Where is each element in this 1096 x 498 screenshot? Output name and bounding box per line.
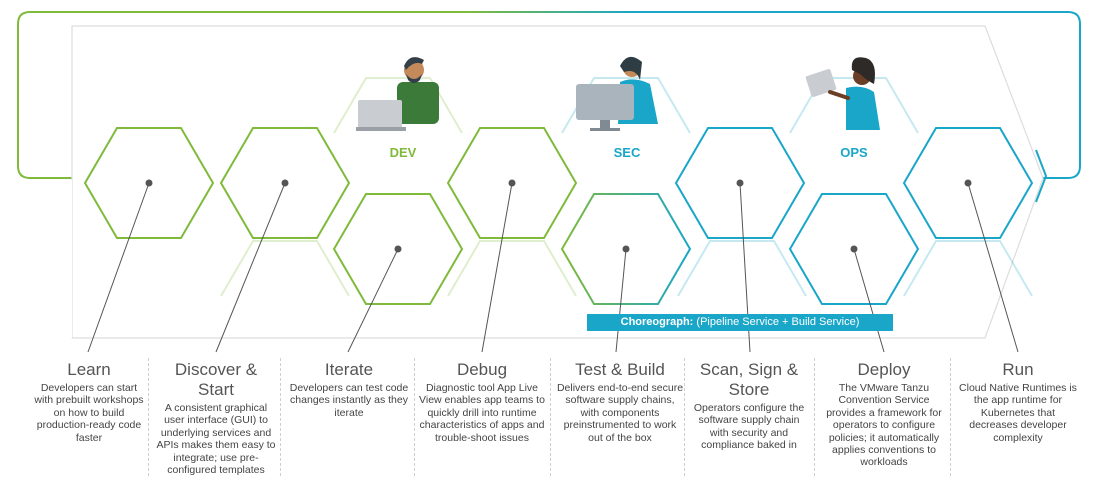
hex-center-dot — [622, 245, 630, 253]
stage-test-build: Test & Build Delivers end-to-end secure … — [556, 360, 684, 444]
stage-iterate: Iterate Developers can test code changes… — [288, 360, 410, 419]
hex-center-dot — [850, 245, 858, 253]
stage-desc: Developers can test code changes instant… — [289, 382, 409, 419]
hex-center-dot — [964, 179, 972, 187]
divider — [550, 358, 551, 476]
faint-hex-edge — [903, 240, 1033, 297]
stage-desc: The VMware Tanzu Convention Service prov… — [826, 382, 942, 469]
leader-line — [967, 182, 1019, 353]
stage-title: Discover & Start — [174, 360, 258, 399]
stage-desc: A consistent graphical user interface (G… — [156, 402, 276, 477]
role-label-ops: OPS — [840, 145, 868, 160]
stage-title: Iterate — [324, 360, 374, 379]
leader-line — [347, 248, 399, 353]
stage-debug: Debug Diagnostic tool App Live View enab… — [418, 360, 546, 444]
divider — [684, 358, 685, 476]
divider — [950, 358, 951, 476]
security-illustration — [576, 56, 658, 131]
divider — [148, 358, 149, 476]
stage-title: Scan, Sign & Store — [699, 360, 799, 399]
faint-hex-edge — [447, 240, 577, 297]
pipeline-bar: Choreograph: (Pipeline Service + Build S… — [587, 314, 893, 331]
stage-title: Deploy — [857, 360, 911, 379]
stage-title: Learn — [67, 360, 111, 379]
hex-center-dot — [145, 179, 153, 187]
pipeline-prefix: Choreograph: — [620, 316, 694, 328]
stage-desc: Developers can start with prebuilt works… — [34, 382, 144, 444]
hex-center-dot — [394, 245, 402, 253]
hex-center-dot — [281, 179, 289, 187]
divider — [814, 358, 815, 476]
stage-run: Run Cloud Native Runtimes is the app run… — [956, 360, 1080, 444]
faint-hex-edge — [220, 240, 350, 297]
developer-illustration — [356, 57, 439, 131]
divider — [414, 358, 415, 476]
stage-desc: Diagnostic tool App Live View enables ap… — [419, 382, 545, 444]
hex-center-dot — [508, 179, 516, 187]
role-label-dev: DEV — [390, 145, 417, 160]
stage-learn: Learn Developers can start with prebuilt… — [34, 360, 144, 444]
pipeline-text: (Pipeline Service + Build Service) — [696, 316, 860, 328]
stage-desc: Delivers end-to-end secure software supp… — [556, 382, 684, 444]
stage-desc: Operators configure the software supply … — [693, 402, 805, 452]
stage-discover: Discover & Start A consistent graphical … — [156, 360, 276, 476]
stage-desc: Cloud Native Runtimes is the app runtime… — [959, 382, 1077, 444]
stage-deploy: Deploy The VMware Tanzu Convention Servi… — [818, 360, 950, 469]
leader-line — [87, 182, 150, 353]
leader-line — [215, 182, 286, 353]
stage-title: Debug — [456, 360, 508, 379]
stage-title: Test & Build — [575, 360, 665, 379]
outer-frame — [17, 11, 1081, 179]
divider — [280, 358, 281, 476]
stage-title: Run — [1002, 360, 1034, 379]
leader-line — [481, 182, 513, 353]
operations-illustration — [805, 57, 880, 130]
faint-hex-edge — [333, 77, 463, 134]
leader-line — [853, 248, 885, 353]
stage-scan-sign-store: Scan, Sign & Store Operators configure t… — [690, 360, 808, 452]
leader-line — [615, 248, 627, 353]
chevron-right-icon — [1035, 149, 1048, 203]
hex-center-dot — [736, 179, 744, 187]
faint-hex-edge — [677, 240, 807, 297]
role-label-sec: SEC — [614, 145, 641, 160]
